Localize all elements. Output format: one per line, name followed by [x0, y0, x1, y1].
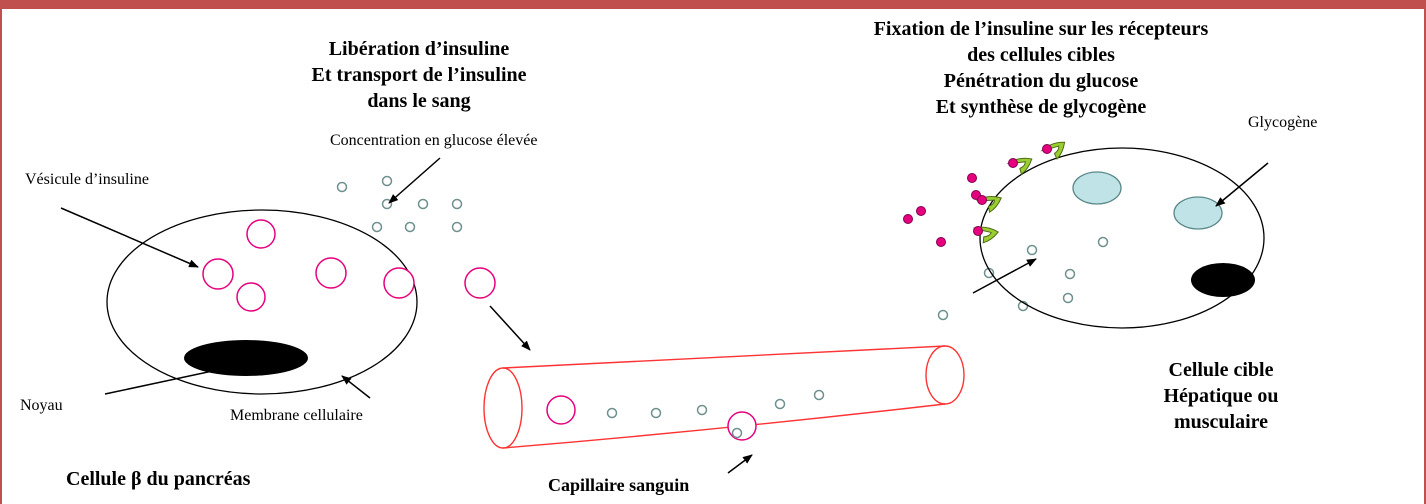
capillary-left-end	[483, 367, 523, 449]
arrows	[60, 157, 1269, 474]
insulin-vesicle	[727, 411, 757, 441]
insulin-receptors	[972, 141, 1066, 244]
free-vesicles	[464, 267, 757, 441]
liberation-line-2: Et transport de l’insuline	[311, 64, 527, 86]
target-cell-membrane	[979, 147, 1265, 329]
target-line-2: Hépatique ou	[1163, 385, 1279, 407]
top-frame-bar	[0, 0, 1426, 9]
liberation-title: Libération d’insuline Et transport de l’…	[252, 36, 586, 114]
arrow-capillaire	[727, 454, 753, 474]
label-capillaire: Capillaire sanguin	[548, 475, 690, 495]
label-vesicule: Vésicule d’insuline	[25, 171, 149, 188]
arrow-vesicule	[60, 207, 199, 268]
label-membrane: Membrane cellulaire	[230, 407, 363, 424]
label-concentration: Concentration en glucose élevée	[330, 132, 538, 149]
insulin-vesicle	[202, 258, 234, 290]
insulin-vesicle	[236, 282, 266, 312]
fixation-line-4: Et synthèse de glycogène	[935, 96, 1147, 118]
glycogen-granule	[1173, 196, 1223, 230]
glycogen-granule	[1072, 171, 1122, 205]
insulin-vesicle	[246, 219, 276, 249]
liberation-line-3: dans le sang	[367, 90, 471, 112]
insulin-vesicle	[464, 267, 496, 299]
fixation-line-3: Pénétration du glucose	[943, 70, 1139, 92]
right-frame-edge	[1424, 9, 1426, 504]
arrow-concentration	[388, 157, 441, 204]
left-frame-edge	[0, 9, 2, 504]
receptor	[972, 226, 999, 244]
capillary-wall-bottom	[502, 403, 946, 449]
insulin-vesicle	[383, 267, 415, 299]
arrow-vesicle-to-capillary	[489, 305, 531, 351]
fixation-line-2: des cellules cibles	[967, 44, 1115, 66]
label-noyau: Noyau	[20, 397, 63, 414]
arrow-glucose-entry	[972, 258, 1037, 294]
arrow-noyau	[104, 363, 237, 395]
beta-cell-nucleus	[184, 340, 308, 376]
fixation-line-1: Fixation de l’insuline sur les récepteur…	[873, 18, 1209, 40]
label-glycogene: Glycogène	[1248, 114, 1318, 131]
target-line-3: musculaire	[1173, 411, 1269, 433]
capillary-right-end	[925, 345, 965, 405]
liberation-line-1: Libération d’insuline	[328, 38, 510, 60]
insulin-molecules	[903, 173, 981, 247]
fixation-title: Fixation de l’insuline sur les récepteur…	[750, 16, 1332, 120]
label-beta-cell: Cellule β du pancréas	[66, 468, 251, 490]
target-line-1: Cellule cible	[1168, 359, 1274, 381]
beta-cell-membrane	[106, 209, 418, 395]
target-cell-title: Cellule cible Hépatique ou musculaire	[1110, 357, 1332, 435]
blood-capillary	[483, 345, 965, 449]
insulin-vesicle	[315, 257, 347, 289]
beta-cell-vesicles	[202, 219, 415, 312]
target-cell-nucleus	[1191, 263, 1255, 297]
arrow-glycogene	[1215, 162, 1269, 207]
insulin-vesicle	[546, 395, 576, 425]
capillary-wall-top	[502, 345, 946, 369]
arrow-membrane	[341, 375, 371, 399]
glucose-molecules	[336, 175, 1109, 439]
